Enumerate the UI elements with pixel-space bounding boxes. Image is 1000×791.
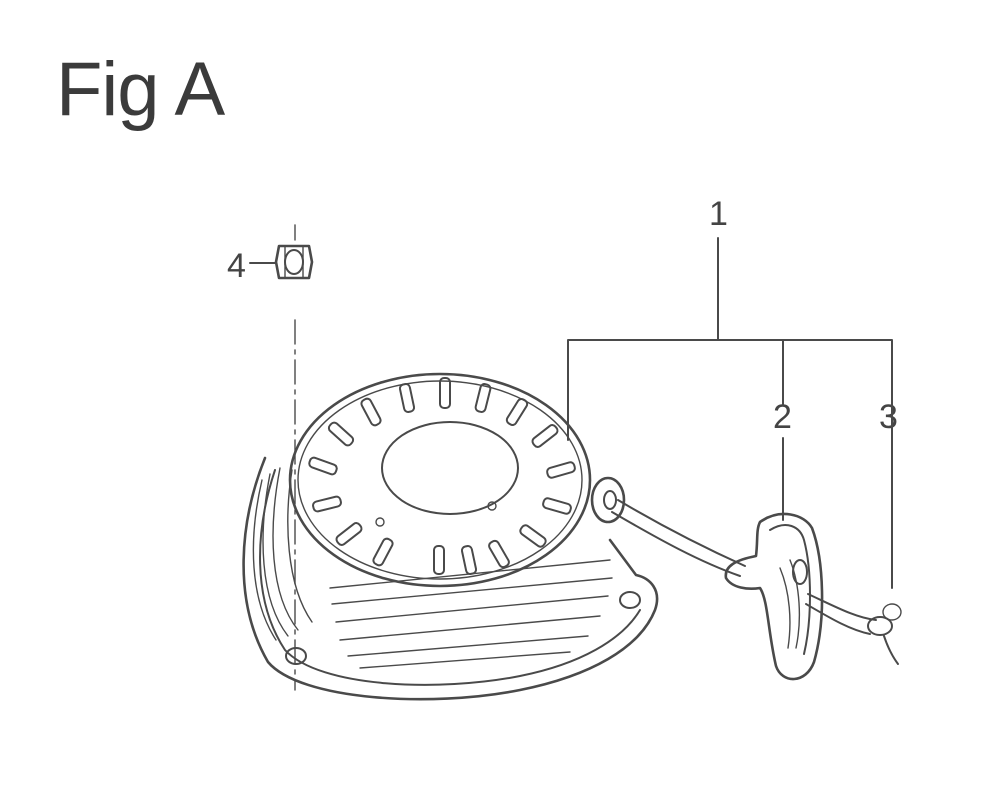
callout-2: 2: [773, 398, 792, 436]
nut-part: [274, 244, 314, 280]
radial-vent-slots: [308, 377, 576, 575]
mount-hole-left: [285, 647, 307, 665]
housing-top-cover: [288, 372, 592, 588]
rope-guide: [590, 476, 626, 524]
starter-grip-handle-part: [724, 512, 824, 681]
leader-lines: [249, 224, 893, 691]
recoil-starter-housing: [242, 372, 659, 701]
center-plate: [381, 421, 519, 515]
mount-hole-right: [619, 591, 641, 609]
starter-rope-part: [611, 499, 902, 665]
callout-4: 4: [227, 247, 246, 285]
callout-1: 1: [709, 195, 728, 233]
rope-knot: [867, 616, 893, 636]
figure-title: Fig A: [56, 47, 225, 132]
callout-3: 3: [879, 398, 898, 436]
leader-1-bracket: [567, 339, 893, 589]
